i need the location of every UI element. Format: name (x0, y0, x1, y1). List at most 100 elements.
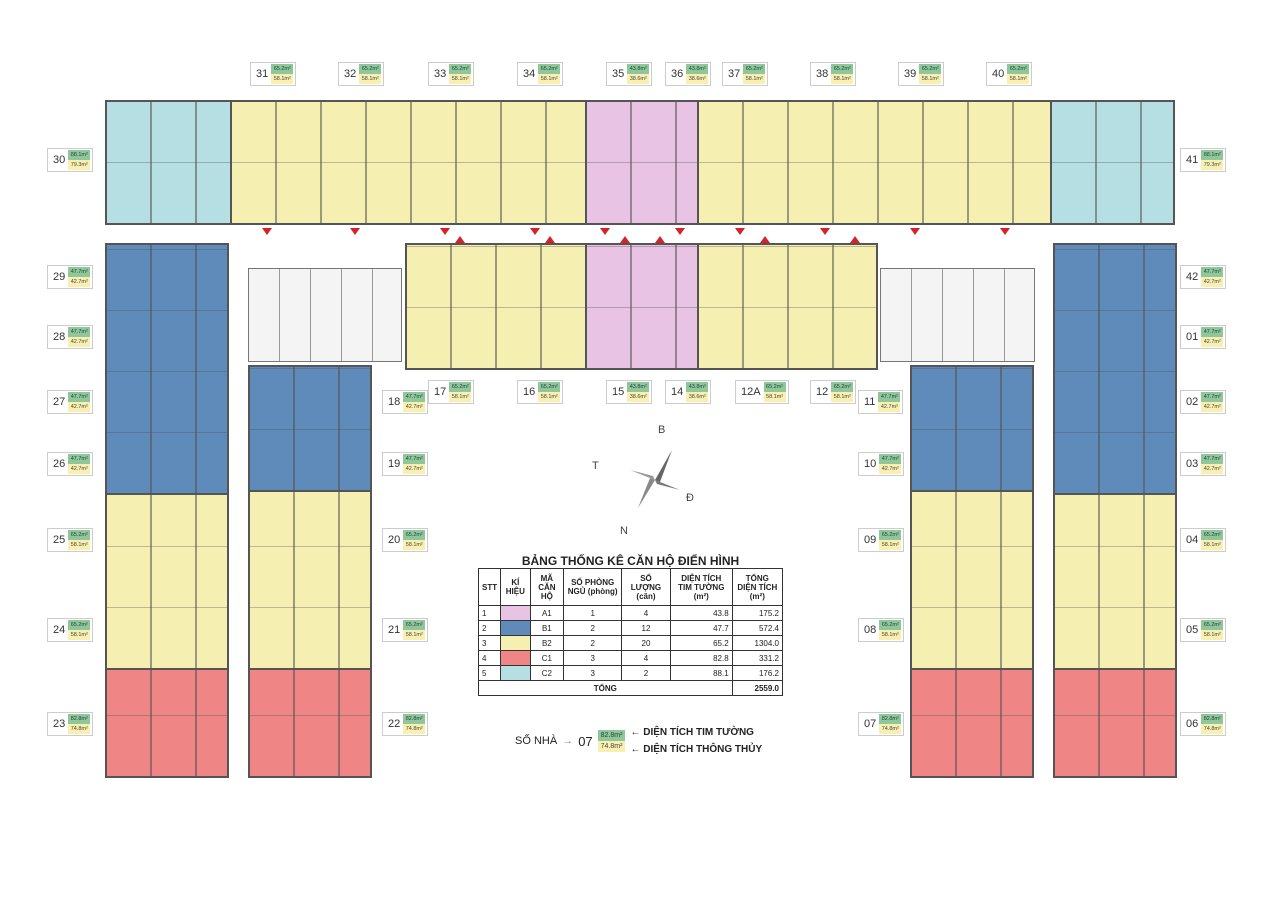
unit-area-tim: 47.7m² (403, 392, 426, 402)
unit-area-tim: 65.2m² (879, 620, 902, 630)
unit-area-thong: 58.1m² (403, 540, 426, 550)
entrance-marker (675, 228, 685, 235)
unit-area-thong: 58.1m² (879, 540, 902, 550)
unit-area-tim: 47.7m² (879, 454, 902, 464)
unit-block-left-inner-b2 (248, 490, 372, 670)
unit-area-tim: 65.2m² (831, 382, 854, 392)
unit-area-tim: 65.2m² (919, 64, 942, 74)
entrance-marker (530, 228, 540, 235)
unit-area-tim: 65.2m² (271, 64, 294, 74)
unit-number: 40 (992, 68, 1005, 80)
unit-area-thong: 58.1m² (743, 74, 766, 84)
unit-block-left-inner-b1 (248, 365, 372, 492)
unit-block-mid-a1 (585, 243, 699, 370)
unit-block-top-right-b2 (697, 100, 1052, 225)
entrance-marker (262, 228, 272, 235)
unit-area-thong: 58.1m² (1007, 74, 1030, 84)
cell-total: 176.2 (731, 665, 784, 681)
table-header: SỐ PHÒNG NGỦ (phòng) (563, 568, 623, 606)
unit-number: 02 (1186, 396, 1199, 408)
unit-area-tim: 47.7m² (1201, 267, 1224, 277)
unit-area-thong: 42.7m² (403, 402, 426, 412)
table-header: TỔNG DIỆN TÍCH (m²) (731, 568, 784, 606)
unit-number: 01 (1186, 331, 1199, 343)
unit-number: 05 (1186, 624, 1199, 636)
unit-number: 21 (388, 624, 401, 636)
unit-number: 34 (523, 68, 536, 80)
unit-number: 18 (388, 396, 401, 408)
cell-bedrooms: 2 (563, 635, 623, 651)
unit-number: 16 (523, 386, 536, 398)
unit-area-thong: 42.7m² (68, 337, 91, 347)
cell-bedrooms: 3 (563, 665, 623, 681)
legend-house-no-label: SỐ NHÀ (515, 735, 558, 747)
cell-color-swatch (500, 620, 531, 636)
entrance-marker (850, 236, 860, 243)
entrance-marker (760, 236, 770, 243)
cell-color-swatch (500, 605, 531, 621)
cell-bedrooms: 1 (563, 605, 623, 621)
unit-area-thong: 42.7m² (1201, 464, 1224, 474)
unit-number: 09 (864, 534, 877, 546)
entrance-marker (1000, 228, 1010, 235)
unit-area-thong: 38.6m² (627, 74, 650, 84)
cell-code: B2 (529, 635, 565, 651)
unit-number: 20 (388, 534, 401, 546)
cell-color-swatch (500, 635, 531, 651)
unit-area-thong: 58.1m² (1201, 540, 1224, 550)
unit-area-thong: 58.1m² (538, 74, 561, 84)
unit-area-tim: 47.7m² (1201, 327, 1224, 337)
unit-number: 23 (53, 718, 66, 730)
entrance-marker (600, 228, 610, 235)
unit-number: 27 (53, 396, 66, 408)
unit-area-thong: 58.1m² (271, 74, 294, 84)
cell-area: 43.8 (669, 605, 733, 621)
unit-area-thong: 79.3m² (68, 160, 91, 170)
entrance-marker (735, 228, 745, 235)
cell-total: 1304.0 (731, 635, 784, 651)
unit-number: 42 (1186, 271, 1199, 283)
unit-area-thong: 58.1m² (879, 630, 902, 640)
unit-area-tim: 43.8m² (686, 382, 709, 392)
unit-number: 22 (388, 718, 401, 730)
unit-area-tim: 65.2m² (538, 64, 561, 74)
unit-number: 39 (904, 68, 917, 80)
unit-area-thong: 38.6m² (627, 392, 650, 402)
unit-number: 26 (53, 458, 66, 470)
unit-area-tim: 43.8m² (686, 64, 709, 74)
unit-block-c2-41 (1050, 100, 1175, 225)
compass-rose-icon (630, 450, 680, 508)
entrance-marker (350, 228, 360, 235)
unit-area-tim: 47.7m² (68, 392, 91, 402)
unit-area-tim: 82.8m² (1201, 714, 1224, 724)
table-header: DIỆN TÍCH TIM TƯỜNG (m²) (669, 568, 733, 606)
cell-color-swatch (500, 650, 531, 666)
unit-area-thong: 58.1m² (831, 74, 854, 84)
unit-area-tim: 88.1m² (1201, 150, 1224, 160)
cell-code: A1 (529, 605, 565, 621)
unit-area-tim: 65.2m² (1201, 620, 1224, 630)
unit-area-thong: 58.1m² (68, 540, 91, 550)
unit-area-thong: 38.6m² (686, 392, 709, 402)
cell-bedrooms: 3 (563, 650, 623, 666)
table-header: SỐ LƯỢNG (căn) (621, 568, 671, 606)
unit-area-tim: 65.2m² (449, 382, 472, 392)
core-right (880, 268, 1035, 362)
